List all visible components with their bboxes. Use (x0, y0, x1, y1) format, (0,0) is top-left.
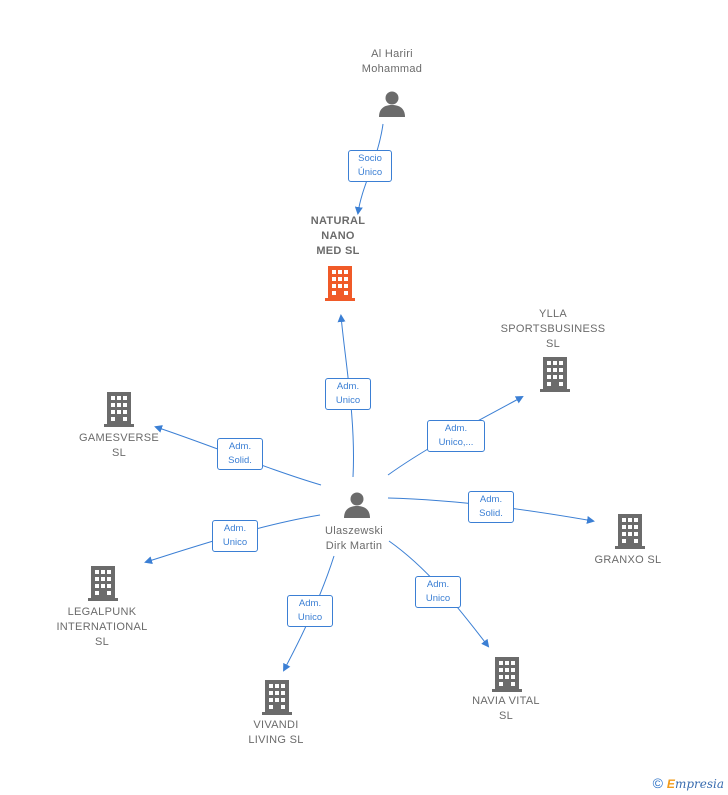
node-ulaszewski[interactable]: Ulaszewski Dirk Martin (304, 524, 404, 554)
copyright-icon: © (652, 775, 663, 791)
node-label: GAMESVERSE SL (78, 432, 160, 459)
node-label: VIVANDI LIVING SL (248, 719, 304, 746)
edge-label-socio-unico[interactable]: Socio Único (348, 150, 392, 182)
node-ylla[interactable]: YLLA SPORTSBUSINESS SL (488, 307, 618, 352)
node-navia[interactable]: NAVIA VITAL SL (456, 694, 556, 724)
building-icon[interactable] (260, 678, 294, 716)
footer-brand: ©Empresia (653, 775, 724, 791)
edge-label-adm-natural[interactable]: Adm. Unico (325, 378, 371, 410)
node-label: Al Hariri Mohammad (361, 48, 423, 75)
building-icon-main[interactable] (323, 264, 357, 302)
node-label: YLLA SPORTSBUSINESS SL (500, 308, 606, 350)
person-icon[interactable] (377, 88, 407, 118)
edge-label-adm-legal[interactable]: Adm. Unico (212, 520, 258, 552)
edge-label-adm-granxo[interactable]: Adm. Solid. (468, 491, 514, 523)
brand-logo-text: mpresia (674, 777, 724, 791)
brand-logo-letter: E (666, 777, 675, 791)
edge-label-adm-vivandi[interactable]: Adm. Unico (287, 595, 333, 627)
node-label: NAVIA VITAL SL (472, 695, 540, 722)
building-icon[interactable] (490, 655, 524, 693)
building-icon[interactable] (613, 512, 647, 550)
building-icon[interactable] (102, 390, 136, 428)
edge-label-adm-ylla[interactable]: Adm. Unico,... (427, 420, 485, 452)
node-label: GRANXO SL (594, 554, 662, 566)
node-label: LEGALPUNK INTERNATIONAL SL (56, 606, 148, 648)
node-label: Ulaszewski Dirk Martin (324, 525, 383, 552)
node-gamesverse[interactable]: GAMESVERSE SL (64, 431, 174, 461)
node-natural-nano[interactable]: NATURAL NANO MED SL (288, 214, 388, 259)
node-legalpunk[interactable]: LEGALPUNK INTERNATIONAL SL (42, 605, 162, 650)
node-al-hariri[interactable]: Al Hariri Mohammad (330, 47, 454, 77)
building-icon[interactable] (538, 355, 572, 393)
edge-label-adm-navia[interactable]: Adm. Unico (415, 576, 461, 608)
node-label: NATURAL NANO MED SL (310, 215, 366, 257)
building-icon[interactable] (86, 564, 120, 602)
node-vivandi[interactable]: VIVANDI LIVING SL (226, 718, 326, 748)
node-granxo[interactable]: GRANXO SL (580, 553, 676, 568)
person-icon[interactable] (342, 489, 372, 519)
edge-label-adm-games[interactable]: Adm. Solid. (217, 438, 263, 470)
